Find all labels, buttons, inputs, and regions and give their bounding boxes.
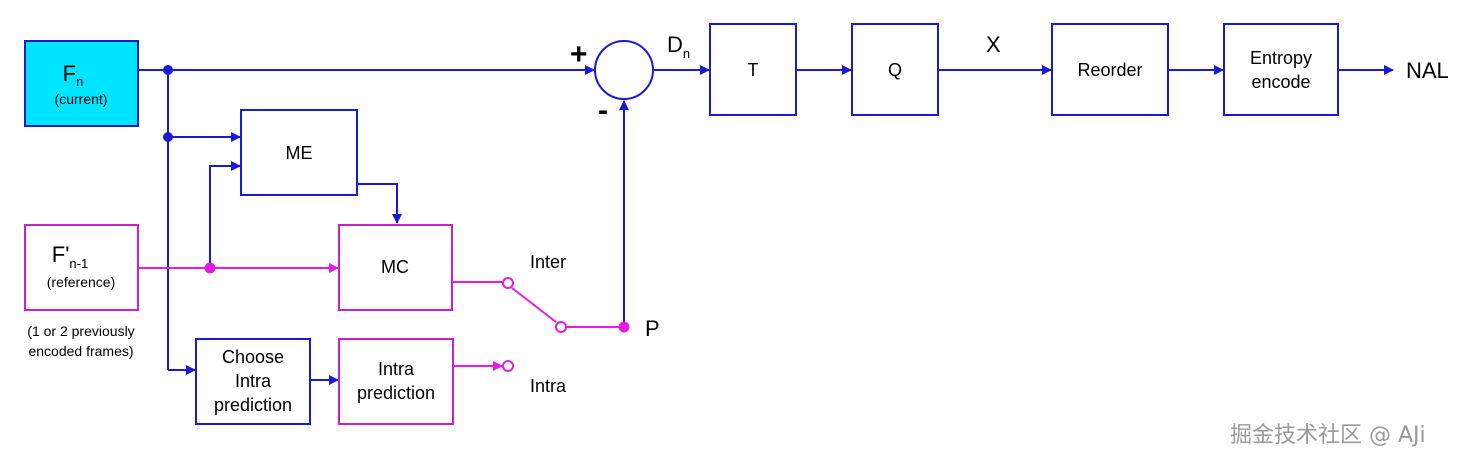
intra-pred-line2: prediction <box>357 383 435 403</box>
choose-intra-line1: Choose <box>222 347 284 367</box>
reference-note-line2: encoded frames) <box>28 343 133 359</box>
reorder-box <box>1051 23 1169 116</box>
magenta-connectors <box>138 263 624 371</box>
plus-sign: + <box>570 38 588 71</box>
p-label: P <box>645 316 660 341</box>
q-box <box>851 23 939 116</box>
entropy-line1: Entropy <box>1250 48 1312 68</box>
reference-to-me-line <box>209 161 241 268</box>
junction-dot <box>163 65 173 75</box>
t-label: T <box>748 60 759 80</box>
intra-label: Intra <box>530 376 567 396</box>
subtractor-circle <box>594 40 654 100</box>
mc-label: MC <box>381 257 409 277</box>
me-to-mc-line <box>357 183 402 224</box>
x-label: X <box>986 32 1001 57</box>
nal-label: NAL <box>1406 58 1449 83</box>
me-label: ME <box>286 143 313 163</box>
junction-dot <box>163 132 173 142</box>
me-box <box>240 109 358 196</box>
choose-intra-line2: Intra <box>235 371 272 391</box>
choose-intra-line3: prediction <box>214 395 292 415</box>
intra-terminal <box>502 360 514 372</box>
reference-frame-caption: (reference) <box>47 274 115 290</box>
inter-terminal <box>502 277 514 289</box>
current-frame-caption: (current) <box>55 91 108 107</box>
reference-frame-box <box>24 224 139 311</box>
reorder-label: Reorder <box>1077 60 1142 80</box>
reference-frame-name: F'n-1 <box>52 242 88 271</box>
minus-sign: - <box>598 94 608 127</box>
switch-pivot <box>555 321 567 333</box>
q-label: Q <box>888 60 902 80</box>
inter-label: Inter <box>530 252 566 272</box>
entropy-encode-box <box>1223 23 1339 116</box>
t-box <box>709 23 797 116</box>
watermark-text: 掘金技术社区 @ AJi <box>1230 423 1426 448</box>
choose-intra-box <box>195 338 311 425</box>
current-frame-box <box>24 40 139 127</box>
entropy-line2: encode <box>1251 72 1310 92</box>
p-junction-dot <box>618 321 630 333</box>
mc-box <box>338 224 453 311</box>
blue-connectors <box>138 65 1394 385</box>
switch-arm <box>511 287 557 323</box>
current-frame-name: Fn <box>63 61 84 89</box>
dn-label: Dn <box>667 32 690 61</box>
reference-note-line1: (1 or 2 previously <box>27 323 134 339</box>
junction-dot <box>204 262 216 274</box>
intra-prediction-box <box>338 338 454 425</box>
intra-pred-line1: Intra <box>378 359 415 379</box>
